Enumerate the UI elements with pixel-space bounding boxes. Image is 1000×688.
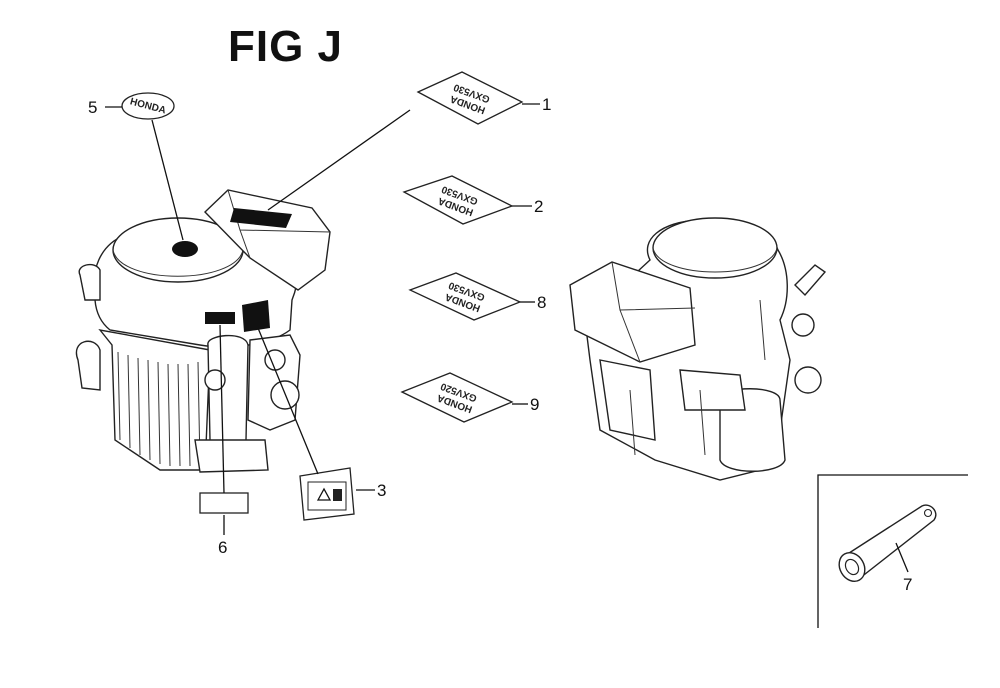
callout-2: 2: [534, 197, 543, 216]
callout-numbers: 5 1 2 8 9 3 6 7: [88, 95, 912, 594]
callout-1: 1: [542, 95, 551, 114]
book-icon: [333, 489, 342, 501]
warning-label-3: [299, 467, 355, 521]
callout-9: 9: [530, 395, 539, 414]
right-engine: [569, 217, 827, 481]
emblem-decal-5: HONDA: [121, 92, 175, 120]
left-engine: [75, 189, 331, 473]
callout-8: 8: [537, 293, 546, 312]
label-6: [199, 492, 249, 514]
callout-3: 3: [377, 481, 386, 500]
model-decal-8: HONDA GXV530: [408, 272, 522, 321]
box-wrench-tool: [838, 504, 937, 583]
callout-7: 7: [903, 575, 912, 594]
leader-lines: [105, 103, 909, 573]
callout-6: 6: [218, 538, 227, 557]
model-decal-2: HONDA GXV530: [402, 175, 514, 225]
tool-inset: [817, 474, 968, 628]
warning-triangle-icon: [316, 487, 332, 501]
callout-5: 5: [88, 98, 97, 117]
model-decal-9: HONDA GXV520: [400, 372, 514, 423]
model-decal-1: HONDA GXV530: [416, 71, 524, 125]
figure-title: FIG J: [228, 22, 344, 71]
